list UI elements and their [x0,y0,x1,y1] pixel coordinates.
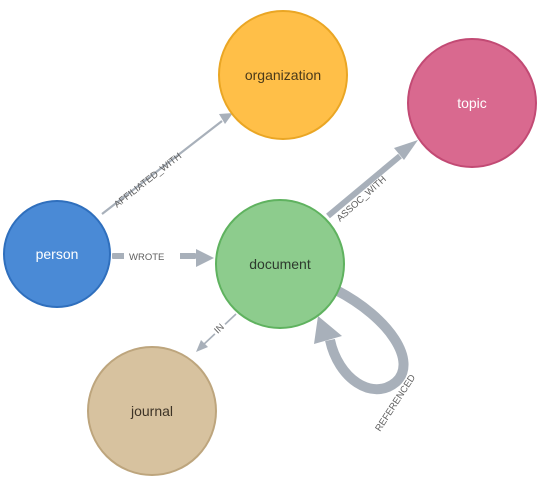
edge-referenced[interactable]: REFERENCED [314,285,418,434]
edge-label-backdrop [124,248,180,263]
arrowhead-icon [394,140,418,160]
node-person[interactable]: person [3,200,111,308]
node-circle [407,38,537,168]
edge-line [101,120,223,215]
node-circle [218,10,348,140]
arrowhead-icon [314,316,342,344]
node-circle [3,200,111,308]
arrowhead-icon [219,113,233,124]
nodes: organization topic person document journ… [3,10,537,476]
edge-assoc-with[interactable]: ASSOC_WITH [326,140,418,224]
node-circle [215,199,345,329]
edge-label-wrote: WROTE [129,252,164,263]
arrowhead-icon [196,249,214,267]
edge-label-assoc-with: ASSOC_WITH [335,174,389,224]
edge-line [326,153,402,219]
edge-loop [325,285,409,395]
edge-label-affiliated-with: AFFILIATED_WITH [112,151,184,211]
node-document[interactable]: document [215,199,345,329]
edge-label-backdrop [208,317,228,337]
node-topic[interactable]: topic [407,38,537,168]
edge-wrote[interactable]: WROTE [112,248,214,267]
edge-in[interactable]: IN [196,313,237,352]
node-label-person: person [36,246,79,262]
node-circle [87,346,217,476]
node-organization[interactable]: organization [218,10,348,140]
arrowhead-icon [196,340,208,352]
node-journal[interactable]: journal [87,346,217,476]
node-label-journal: journal [130,403,173,419]
node-label-organization: organization [245,67,321,83]
edge-affiliated-with[interactable]: AFFILIATED_WITH [101,113,233,215]
node-label-topic: topic [457,95,487,111]
node-label-document: document [249,256,311,272]
